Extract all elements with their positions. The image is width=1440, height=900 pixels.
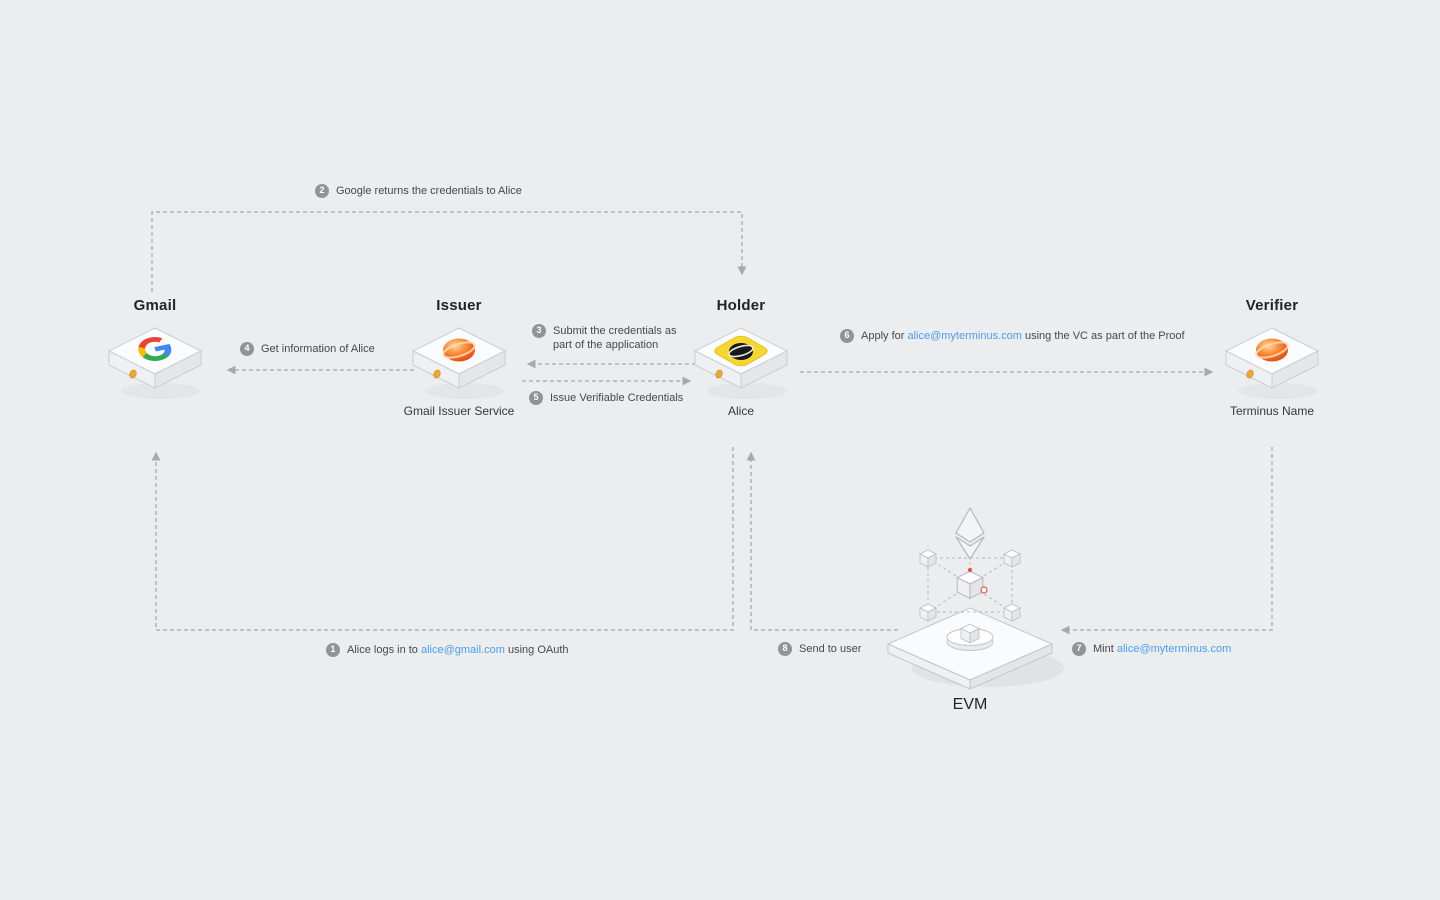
- node-title-gmail: Gmail: [133, 297, 177, 314]
- arrow-step7-verifier-to-evm: [1060, 447, 1273, 635]
- arrow-step8-evm-to-holder: [746, 451, 898, 631]
- step-2-label: 2 Google returns the credentials to Alic…: [315, 184, 522, 199]
- node-label-issuer: Gmail Issuer Service: [403, 404, 515, 418]
- terminus-orb-server-box-icon: [409, 322, 509, 402]
- node-verifier: Verifier: [1172, 297, 1372, 418]
- step-3-badge: 3: [532, 324, 546, 338]
- step-7-badge: 7: [1072, 642, 1086, 656]
- terminus-orb-server-box-icon: [1222, 322, 1322, 402]
- step-1-prefix: Alice logs in to: [347, 644, 421, 656]
- node-title-issuer: Issuer: [436, 297, 482, 314]
- step-1-badge: 1: [326, 643, 340, 657]
- step-5-label: 5 Issue Verifiable Credentials: [529, 391, 684, 406]
- step-4-label: 4 Get information of Alice: [240, 342, 375, 357]
- step-7-prefix: Mint: [1093, 643, 1117, 655]
- step-4-text: Get information of Alice: [261, 343, 375, 355]
- node-gmail: Gmail: [55, 297, 255, 402]
- email-link-myterminus: alice@myterminus.com: [907, 330, 1022, 342]
- step-4-badge: 4: [240, 342, 254, 356]
- node-issuer: Issuer: [359, 297, 559, 418]
- node-title-holder: Holder: [716, 297, 766, 314]
- step-6-badge: 6: [840, 329, 854, 343]
- step-3-label: 3 Submit the credentials as part of the …: [532, 324, 687, 353]
- step-8-badge: 8: [778, 642, 792, 656]
- arrow-step2-gmail-to-holder: [151, 211, 747, 292]
- step-8-text: Send to user: [799, 643, 862, 655]
- email-link-gmail: alice@gmail.com: [420, 644, 505, 656]
- step-7-label: 7 Mint alice@myterminus.com: [1072, 642, 1231, 657]
- step-5-text: Issue Verifiable Credentials: [550, 392, 684, 404]
- arrow-step1-holder-to-gmail: [151, 447, 734, 631]
- step-6-suffix: using the VC as part of the Proof: [1021, 330, 1185, 342]
- node-label-evm: EVM: [952, 696, 988, 713]
- step-3-text: Submit the credentials as part of the ap…: [553, 325, 677, 351]
- step-5-badge: 5: [529, 391, 543, 405]
- node-label-holder: Alice: [727, 404, 754, 418]
- step-1-text: Alice logs in to alice@gmail.com using O…: [347, 644, 569, 658]
- node-holder: Holder Alice: [641, 297, 841, 418]
- email-link-myterminus-mint: alice@myterminus.com: [1116, 643, 1232, 655]
- node-label-verifier: Terminus Name: [1229, 404, 1315, 418]
- step-1-suffix: using OAuth: [504, 644, 569, 656]
- step-6-label: 6 Apply for alice@myterminus.com using t…: [840, 329, 1185, 344]
- step-2-badge: 2: [315, 184, 329, 198]
- google-logo-server-box-icon: [105, 322, 205, 402]
- step-1-label: 1 Alice logs in to alice@gmail.com using…: [326, 643, 569, 658]
- step-8-label: 8 Send to user: [778, 642, 862, 657]
- ethereum-blockchain-platform-icon: [860, 500, 1080, 710]
- step-6-text: Apply for alice@myterminus.com using the…: [861, 330, 1185, 344]
- black-orb-yellow-tile-server-box-icon: [691, 322, 791, 402]
- step-7-text: Mint alice@myterminus.com: [1093, 643, 1231, 657]
- node-title-verifier: Verifier: [1245, 297, 1299, 314]
- step-2-text: Google returns the credentials to Alice: [336, 185, 522, 197]
- step-6-prefix: Apply for: [861, 330, 908, 342]
